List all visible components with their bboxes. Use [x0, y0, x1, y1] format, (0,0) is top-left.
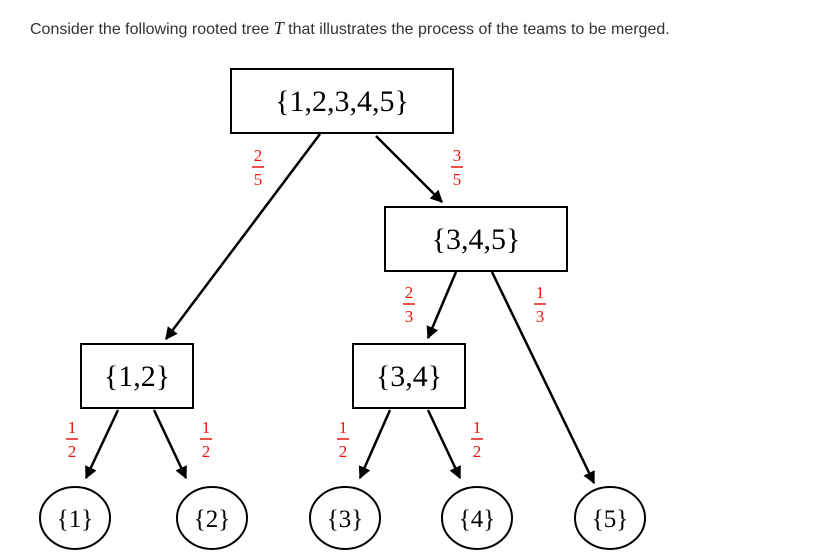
leaf-5-label: {5} [592, 506, 629, 533]
edge-34-to-3 [358, 409, 392, 480]
edge-root-to-12 [165, 133, 321, 340]
leaf-3: {3} [309, 486, 381, 550]
leaf-2-label: {2} [194, 506, 231, 533]
fraction-345-to-34: 2 3 [403, 283, 415, 326]
fraction-denominator: 3 [405, 307, 414, 326]
fraction-34-to-4: 1 2 [471, 418, 483, 461]
fraction-345-to-5: 1 3 [534, 283, 546, 326]
fraction-denominator: 5 [453, 170, 462, 189]
edge-34-to-4 [426, 409, 462, 480]
fraction-numerator: 1 [536, 283, 545, 302]
leaf-1: {1} [39, 486, 111, 550]
leaf-3-label: {3} [327, 506, 364, 533]
node-12-label: {1,2} [104, 360, 170, 393]
leaf-2: {2} [176, 486, 248, 550]
problem-statement: Consider the following rooted tree T tha… [30, 18, 670, 39]
fraction-denominator: 3 [536, 307, 545, 326]
intro-text-before: Consider the following rooted tree [30, 21, 274, 38]
fraction-denominator: 5 [254, 170, 263, 189]
tree-symbol: T [273, 18, 284, 38]
node-345-label: {3,4,5} [432, 223, 521, 256]
leaf-4: {4} [441, 486, 513, 550]
edge-12-to-1 [84, 409, 120, 480]
fraction-denominator: 2 [68, 442, 77, 461]
tree-edges [84, 133, 596, 485]
node-root: {1,2,3,4,5} [230, 68, 454, 134]
leaf-5: {5} [574, 486, 646, 550]
node-34-label: {3,4} [376, 360, 442, 393]
edge-12-to-2 [152, 409, 188, 480]
fraction-denominator: 2 [339, 442, 348, 461]
edge-345-to-5 [490, 271, 596, 485]
fraction-numerator: 3 [453, 146, 462, 165]
leaf-1-label: {1} [57, 506, 94, 533]
fraction-numerator: 1 [339, 418, 348, 437]
fraction-numerator: 2 [405, 283, 414, 302]
leaf-4-label: {4} [459, 506, 496, 533]
fraction-denominator: 2 [473, 442, 482, 461]
fraction-numerator: 1 [473, 418, 482, 437]
edge-345-to-34 [426, 271, 458, 340]
node-34: {3,4} [352, 343, 466, 409]
edge-root-to-345 [375, 135, 443, 203]
fraction-numerator: 2 [254, 146, 263, 165]
node-345: {3,4,5} [384, 206, 568, 272]
node-12: {1,2} [80, 343, 194, 409]
node-root-label: {1,2,3,4,5} [275, 85, 409, 118]
fraction-12-to-2: 1 2 [200, 418, 212, 461]
fraction-numerator: 1 [202, 418, 211, 437]
fraction-34-to-3: 1 2 [337, 418, 349, 461]
fraction-12-to-1: 1 2 [66, 418, 78, 461]
fraction-numerator: 1 [68, 418, 77, 437]
intro-text-after: that illustrates the process of the team… [283, 21, 670, 38]
fraction-root-to-345: 3 5 [451, 146, 463, 189]
fraction-root-to-12: 2 5 [252, 146, 264, 189]
fraction-denominator: 2 [202, 442, 211, 461]
